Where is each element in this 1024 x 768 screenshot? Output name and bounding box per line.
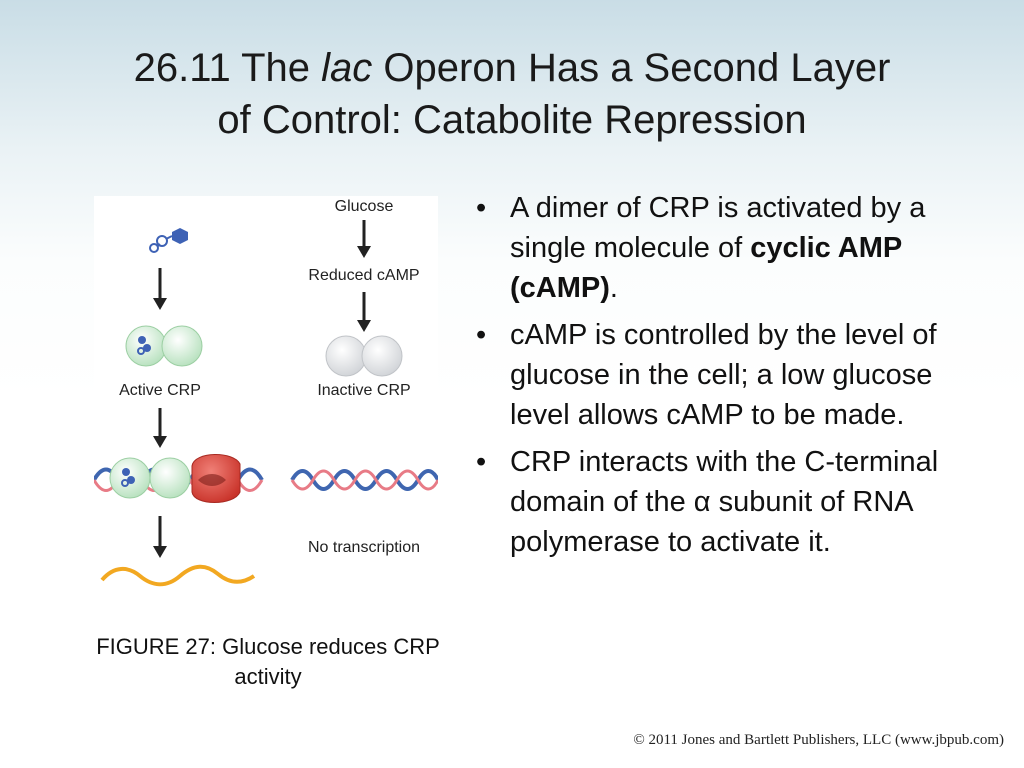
arrow-down-icon	[153, 408, 167, 448]
bullet-text-end: .	[609, 272, 618, 304]
mrna-strand	[100, 564, 256, 587]
bullet-bold-text: cyclic AMP (cAMP)	[510, 232, 902, 304]
dna-helix-right	[290, 469, 438, 491]
reduced-camp-label: Reduced cAMP	[308, 267, 419, 284]
bullet-text: A dimer of CRP is activated by a single …	[510, 192, 926, 264]
slide-title: 26.11 The lac Operon Has a Second Layer …	[40, 42, 984, 146]
glucose-label: Glucose	[335, 198, 394, 215]
bullet-glyph: •	[476, 319, 487, 351]
arrow-down-icon	[153, 268, 167, 310]
bullet-glyph: •	[476, 192, 487, 224]
bullet-list: • A dimer of CRP is activated by a single…	[468, 188, 988, 569]
bullet-glyph: •	[476, 446, 487, 478]
figure-caption: FIGURE 27: Glucose reduces CRP activity	[96, 634, 440, 689]
inactive-crp-label: Inactive CRP	[317, 382, 410, 399]
bullet-text: CRP interacts with the C-terminal domain…	[510, 446, 939, 558]
arrow-down-icon	[153, 516, 167, 558]
rna-polymerase	[191, 454, 241, 503]
bullet-item: • cAMP is controlled by the level of gluc…	[468, 315, 988, 435]
title-prefix: 26.11 The	[133, 46, 322, 90]
camp-molecule-icon	[149, 228, 188, 253]
arrow-down-icon	[357, 220, 371, 258]
active-crp-label: Active CRP	[119, 382, 201, 399]
arrow-down-icon	[357, 292, 371, 332]
crp-diagram: Active CRP Glucose	[94, 198, 438, 587]
copyright-notice: © 2011 Jones and Bartlett Publishers, LL…	[633, 732, 1004, 748]
bullet-item: • CRP interacts with the C-terminal domai…	[468, 442, 988, 562]
no-transcription-label: No transcription	[308, 539, 420, 556]
crp-figure: Active CRP Glucose	[94, 196, 438, 588]
title-lac-italic: lac	[321, 46, 373, 90]
title-line1-rest: Operon Has a Second Layer	[372, 46, 891, 90]
bullet-item: • A dimer of CRP is activated by a single…	[468, 188, 988, 308]
bullet-text: cAMP is controlled by the level of gluco…	[510, 319, 937, 431]
title-line2: of Control: Catabolite Repression	[217, 98, 807, 142]
active-crp-dimer	[125, 325, 203, 367]
bound-camp-icon	[137, 336, 151, 355]
inactive-crp-dimer	[325, 335, 403, 377]
crp-dna-complex	[109, 457, 191, 499]
